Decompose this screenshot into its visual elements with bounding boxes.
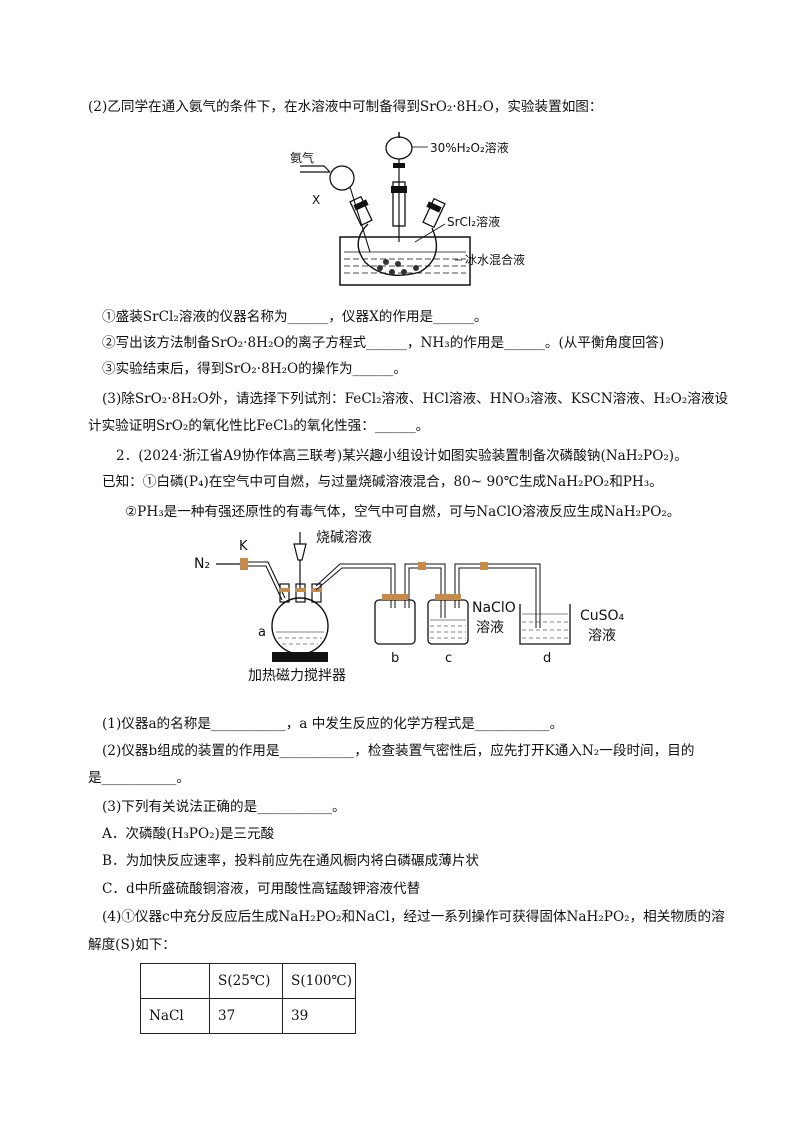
- label-a: a: [258, 625, 266, 640]
- ice-bath-vessel: [339, 236, 471, 286]
- flask-a: [271, 597, 329, 655]
- label-naoh: 烧碱溶液: [316, 530, 372, 546]
- apparatus-figure-1: 30%H₂O₂溶液 氨气 X SrCl₂溶液 冰水混合液: [290, 132, 525, 286]
- beaker-d: [519, 604, 571, 645]
- q2-sub3: ③实验结束后，得到SrO₂·8H₂O的操作为______。: [102, 361, 407, 377]
- label-naclo: NaClO: [472, 600, 516, 616]
- p2-q4-line2: 解度(S)如下：: [88, 937, 176, 953]
- p2-q1: (1)仪器a的名称是___________，a 中发生反应的化学方程式是____…: [102, 716, 564, 732]
- label-cuso4: CuSO₄: [580, 608, 625, 624]
- label-ice-water: 冰水混合液: [465, 252, 525, 267]
- solubility-table: S(25℃) S(100℃) NaCl 37 39: [140, 963, 356, 1034]
- option-b: B．为加快反应速率，投料前应先在通风橱内将白磷碾成薄片状: [102, 853, 480, 869]
- table-cell: S(25℃): [209, 963, 283, 999]
- q2-sub2: ②写出该方法制备SrO₂·8H₂O的离子方程式______，NH₃的作用是___…: [102, 335, 665, 351]
- label-h2o2: 30%H₂O₂溶液: [430, 140, 509, 155]
- valve-k: [240, 558, 248, 570]
- p2-q4-line1: (4)①仪器c中充分反应后生成NaH₂PO₂和NaCl，经过一系列操作可获得固体…: [102, 909, 725, 925]
- label-k: K: [239, 539, 248, 554]
- problem2-heading: 2．(2024·浙江省A9协作体高三联考)某兴趣小组设计如图实验装置制备次磷酸钠…: [116, 448, 688, 464]
- label-stirrer: 加热磁力搅拌器: [248, 668, 346, 684]
- q2-intro: (2)乙同学在通入氨气的条件下，在水溶液中可制备得到SrO₂·8H₂O，实验装置…: [88, 99, 603, 115]
- table-row: NaCl 37 39: [140, 998, 356, 1034]
- table-cell: [140, 963, 210, 999]
- p2-q3: (3)下列有关说法正确的是___________。: [102, 799, 346, 815]
- table-cell: 39: [282, 998, 356, 1034]
- dropping-funnel: [385, 136, 413, 160]
- option-c: C．d中所盛硫酸铜溶液，可用酸性高锰酸钾溶液代替: [102, 881, 421, 897]
- bottle-c: [427, 599, 469, 645]
- label-cuso4-solution: 溶液: [588, 628, 616, 644]
- q3-line1: (3)除SrO₂·8H₂O外，请选择下列试剂：FeCl₂溶液、HCl溶液、HNO…: [102, 391, 729, 407]
- p2-q2-line1: (2)仪器b组成的装置的作用是___________，检查装置气密性后，应先打开…: [102, 743, 695, 759]
- magnetic-stirrer: [272, 652, 328, 662]
- known-1: 已知：①白磷(P₄)在空气中可自燃，与过量烧碱溶液混合，80~ 90℃生成NaH…: [102, 474, 663, 490]
- q2-sub1: ①盛装SrCl₂溶液的仪器名称为______，仪器X的作用是______。: [102, 309, 488, 325]
- bulb-x: [329, 165, 355, 191]
- label-d: d: [543, 651, 551, 666]
- table-row: S(25℃) S(100℃): [140, 963, 356, 999]
- table-cell: NaCl: [140, 998, 210, 1034]
- apparatus-figure-2: N₂ K 烧碱溶液 加热磁力搅拌器 a b c NaClO 溶液 d CuSO₄…: [194, 530, 625, 684]
- q3-line2: 计实验证明SrO₂的氧化性比FeCl₃的氧化性强：______。: [88, 418, 430, 434]
- label-b: b: [391, 651, 399, 666]
- three-neck-flask: [357, 223, 438, 276]
- option-a: A．次磷酸(H₃PO₂)是三元酸: [102, 826, 275, 842]
- table-cell: 37: [209, 998, 283, 1034]
- dropping-funnel-2: [293, 543, 307, 561]
- label-srcl2: SrCl₂溶液: [447, 214, 500, 229]
- label-x: X: [312, 193, 320, 207]
- label-ammonia: 氨气: [290, 150, 314, 165]
- p2-q2-line2: 是___________。: [88, 770, 190, 786]
- label-c: c: [445, 651, 452, 666]
- label-naclo-solution: 溶液: [476, 620, 504, 636]
- known-2: ②PH₃是一种有强还原性的有毒气体，空气中可自燃，可与NaClO溶液反应生成Na…: [125, 504, 681, 520]
- table-cell: S(100℃): [282, 963, 356, 999]
- label-n2: N₂: [194, 556, 210, 572]
